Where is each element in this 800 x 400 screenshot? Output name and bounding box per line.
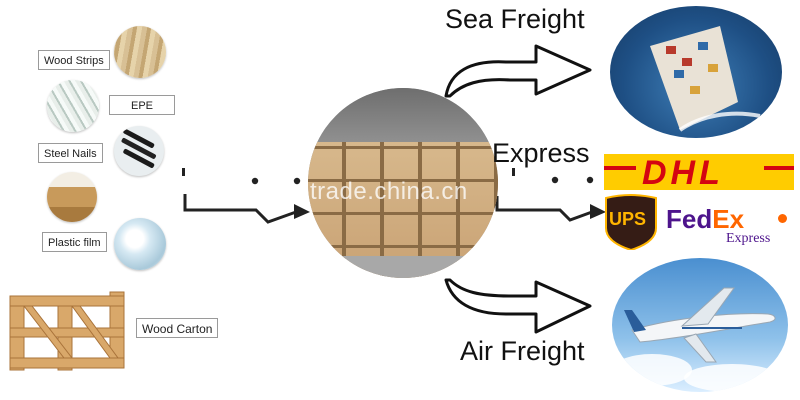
dhl-stripe-left	[604, 166, 636, 170]
ups-shield-icon	[605, 194, 657, 250]
crate-stack	[308, 142, 498, 278]
wooden-crates-photo	[308, 88, 498, 278]
wood-carton-icon	[9, 291, 125, 371]
courier-logos: DHL UPS FedEx Express	[600, 150, 800, 250]
ship-graphic	[650, 26, 761, 132]
material-label-plastic-film: Plastic film	[42, 232, 107, 252]
sea-freight-label: Sea Freight	[445, 4, 585, 34]
material-label-wood-strips: Wood Strips	[38, 50, 110, 70]
fedex-ex: Ex	[712, 204, 745, 234]
material-label-steel-nails: Steel Nails	[38, 143, 103, 163]
airplane-graphic	[612, 287, 780, 392]
steel-nails-graphic	[121, 128, 157, 168]
ups-logo: UPS	[609, 209, 647, 229]
air-freight-label: Air Freight	[460, 336, 585, 366]
fedex-express-sub: Express	[726, 231, 771, 246]
epe-foam-icon	[47, 80, 99, 132]
dhl-stripe-right	[764, 166, 794, 170]
wood-block-icon	[47, 172, 97, 222]
container-ship-photo	[610, 6, 782, 138]
express-label: Express	[492, 138, 590, 168]
dhl-logo: DHL	[642, 154, 724, 192]
registered-mark-icon	[778, 214, 787, 223]
fedex-logo: FedEx	[666, 206, 744, 232]
material-label-epe: EPE	[109, 95, 175, 115]
dhl-logo-bar	[604, 154, 794, 190]
fedex-fed: Fed	[666, 204, 713, 234]
floor	[308, 256, 498, 278]
airplane-photo	[612, 258, 788, 392]
material-label-wood-carton: Wood Carton	[136, 318, 219, 338]
wood-strips-icon	[114, 26, 166, 78]
watermark-text: trade.china.cn	[310, 178, 468, 205]
air-freight-arrow	[444, 278, 592, 334]
steel-nails-icon	[114, 126, 164, 176]
sea-freight-arrow	[444, 44, 592, 98]
plastic-film-icon	[114, 218, 166, 270]
